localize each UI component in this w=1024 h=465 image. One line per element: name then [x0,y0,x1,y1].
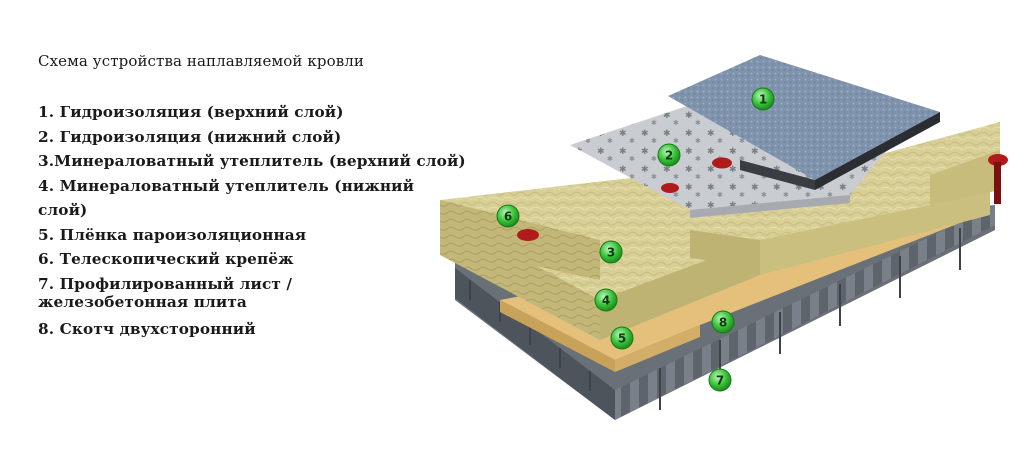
svg-text:6: 6 [504,210,512,224]
waterproofing-upper [668,55,940,190]
svg-text:8: 8 [719,316,727,330]
legend-item-8: 8. Скотч двухсторонний [38,319,256,338]
layer-badge-6: 6 [496,204,520,228]
mineral-wool-upper [440,122,1000,280]
legend-item-7: 7. Профилированный лист / железобетонная… [38,274,293,311]
legend-item-5: 5. Плёнка пароизоляционная [38,225,307,244]
svg-text:7: 7 [716,374,724,388]
diagram-title: Схема устройства наплавляемой кровли [38,52,364,70]
fastener-icon [712,157,732,169]
layer-badge-1: 1 [751,87,775,111]
svg-text:3: 3 [607,246,615,260]
layer-badge-2: 2 [657,143,681,167]
legend-item-3: 3.Минераловатный утеплитель (верхний сло… [38,152,466,170]
layer-badge-5: 5 [610,326,634,350]
svg-text:5: 5 [618,332,626,346]
fastener-icon [988,154,1008,166]
legend-item-4: 4. Минераловатный утеплитель (нижний сло… [38,176,415,220]
layer-badge-4: 4 [594,288,618,312]
fastener-icon [517,229,539,241]
legend-item-1: 1. Гидроизоляция (верхний слой) [38,103,344,121]
fastener-icon [661,183,679,193]
legend-list: 1. Гидроизоляция (верхний слой) 2. Гидро… [38,100,468,341]
legend-item-6: 6. Телескопический крепёж [38,250,294,268]
svg-text:2: 2 [665,149,673,163]
svg-text:4: 4 [602,294,610,308]
layer-badge-7: 7 [708,368,732,392]
layer-badge-3: 3 [599,240,623,264]
legend-item-2: 2. Гидроизоляция (нижний слой) [38,127,342,146]
telescopic-fasteners [517,154,1008,241]
svg-text:1: 1 [759,93,767,107]
legend: Схема устройства наплавляемой кровли 1. … [38,52,468,341]
layer-badge-8: 8 [711,310,735,334]
